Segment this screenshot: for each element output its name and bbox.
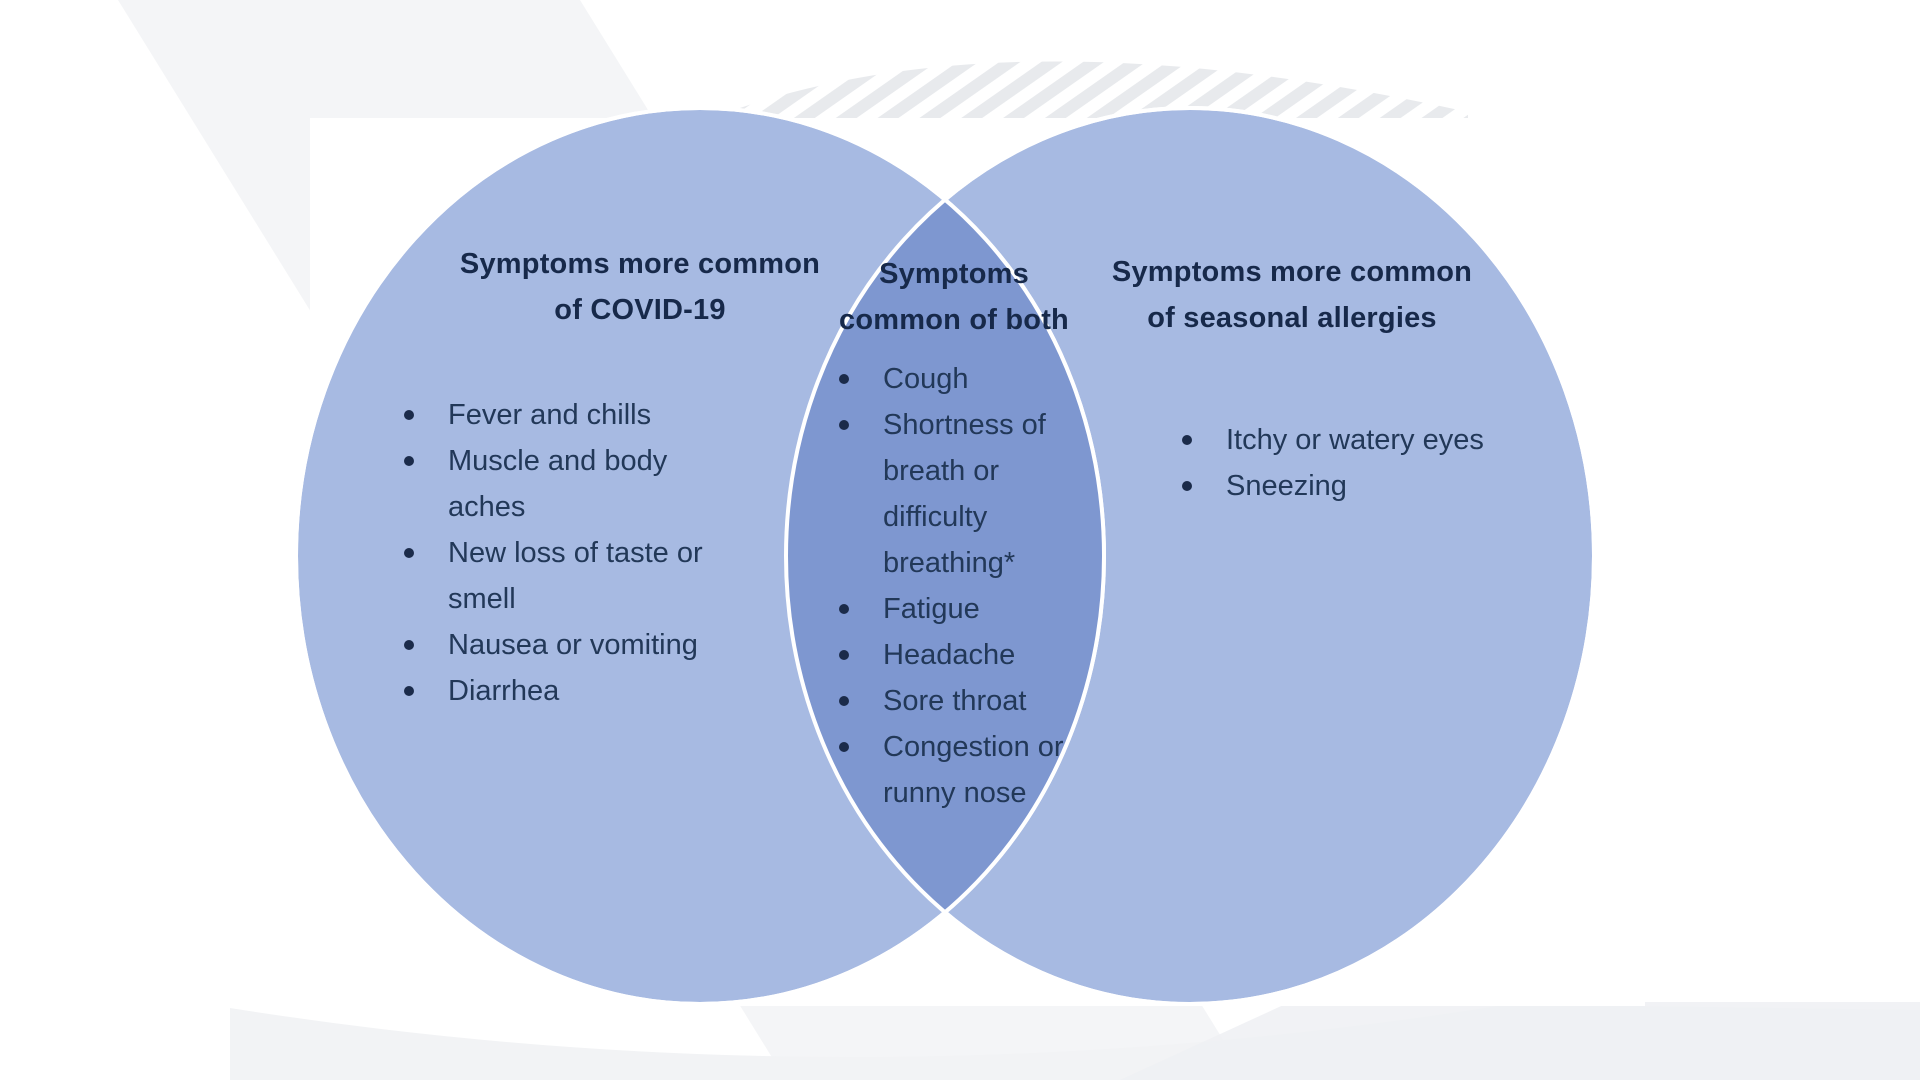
bullet-icon	[839, 650, 849, 660]
bullet-icon	[1182, 435, 1192, 445]
list-item: Cough	[839, 356, 1068, 402]
list-item: Nausea or vomiting	[404, 622, 703, 668]
bullet-icon	[839, 374, 849, 384]
allergy-symptoms-list: Itchy or watery eyes Sneezing	[1182, 417, 1546, 509]
bullet-icon	[839, 420, 849, 430]
right-circle-title: Symptoms more common of seasonal allergi…	[1077, 249, 1507, 341]
list-item-text: Headache	[883, 639, 1016, 671]
list-item-text: Diarrhea	[448, 675, 560, 707]
overlap-title-line1: Symptoms	[879, 258, 1029, 290]
list-item-text: New loss of taste or smell	[448, 537, 703, 615]
bullet-icon	[839, 604, 849, 614]
overlap-title-line2: common of both	[839, 304, 1069, 336]
list-item-text: Muscle and body aches	[448, 445, 668, 523]
covid-symptoms-list: Fever and chills Muscle and body aches N…	[404, 392, 703, 714]
list-item-text: Congestion or runny nose	[883, 731, 1064, 809]
list-item-text: Sore throat	[883, 685, 1027, 717]
list-item-text: Fever and chills	[448, 399, 652, 431]
bottom-right-diagonal-decoration	[1120, 1002, 1920, 1080]
bullet-icon	[404, 640, 414, 650]
hatched-arc-decoration	[712, 61, 1468, 118]
list-item: New loss of taste or smell	[404, 530, 703, 622]
bullet-icon	[1182, 481, 1192, 491]
left-circle-title-line1: Symptoms more common	[459, 248, 821, 280]
right-circle-title-line1: Symptoms more common	[1111, 256, 1473, 288]
list-item: Muscle and body aches	[404, 438, 703, 530]
list-item: Congestion or runny nose	[839, 724, 1068, 816]
left-circle-title: Symptoms more common of COVID-19	[395, 241, 885, 333]
list-item: Itchy or watery eyes	[1182, 417, 1546, 463]
list-item-text: Fatigue	[883, 593, 980, 625]
list-item-text: Shortness of breath or difficulty breath…	[883, 409, 1046, 579]
list-item: Headache	[839, 632, 1068, 678]
bullet-icon	[839, 696, 849, 706]
list-item-text: Cough	[883, 363, 969, 395]
bullet-icon	[839, 742, 849, 752]
list-item-text: Nausea or vomiting	[448, 629, 698, 661]
list-item: Fever and chills	[404, 392, 703, 438]
list-item: Shortness of breath or difficulty breath…	[839, 402, 1068, 586]
bullet-icon	[404, 686, 414, 696]
list-item: Fatigue	[839, 586, 1068, 632]
overlap-title: Symptoms common of both	[822, 251, 1086, 343]
list-item: Sore throat	[839, 678, 1068, 724]
list-item-text: Itchy or watery eyes	[1226, 424, 1484, 456]
left-circle-title-line2: of COVID-19	[554, 294, 726, 326]
shared-symptoms-list: Cough Shortness of breath or difficulty …	[839, 356, 1068, 816]
right-circle-title-line2: of seasonal allergies	[1147, 302, 1437, 334]
list-item: Sneezing	[1182, 463, 1546, 509]
overlap-region	[786, 108, 1104, 1004]
bullet-icon	[404, 410, 414, 420]
circle-outlines	[294, 106, 1596, 1006]
list-item: Diarrhea	[404, 668, 703, 714]
list-item-text: Sneezing	[1226, 470, 1347, 502]
bullet-icon	[404, 456, 414, 466]
bullet-icon	[404, 548, 414, 558]
